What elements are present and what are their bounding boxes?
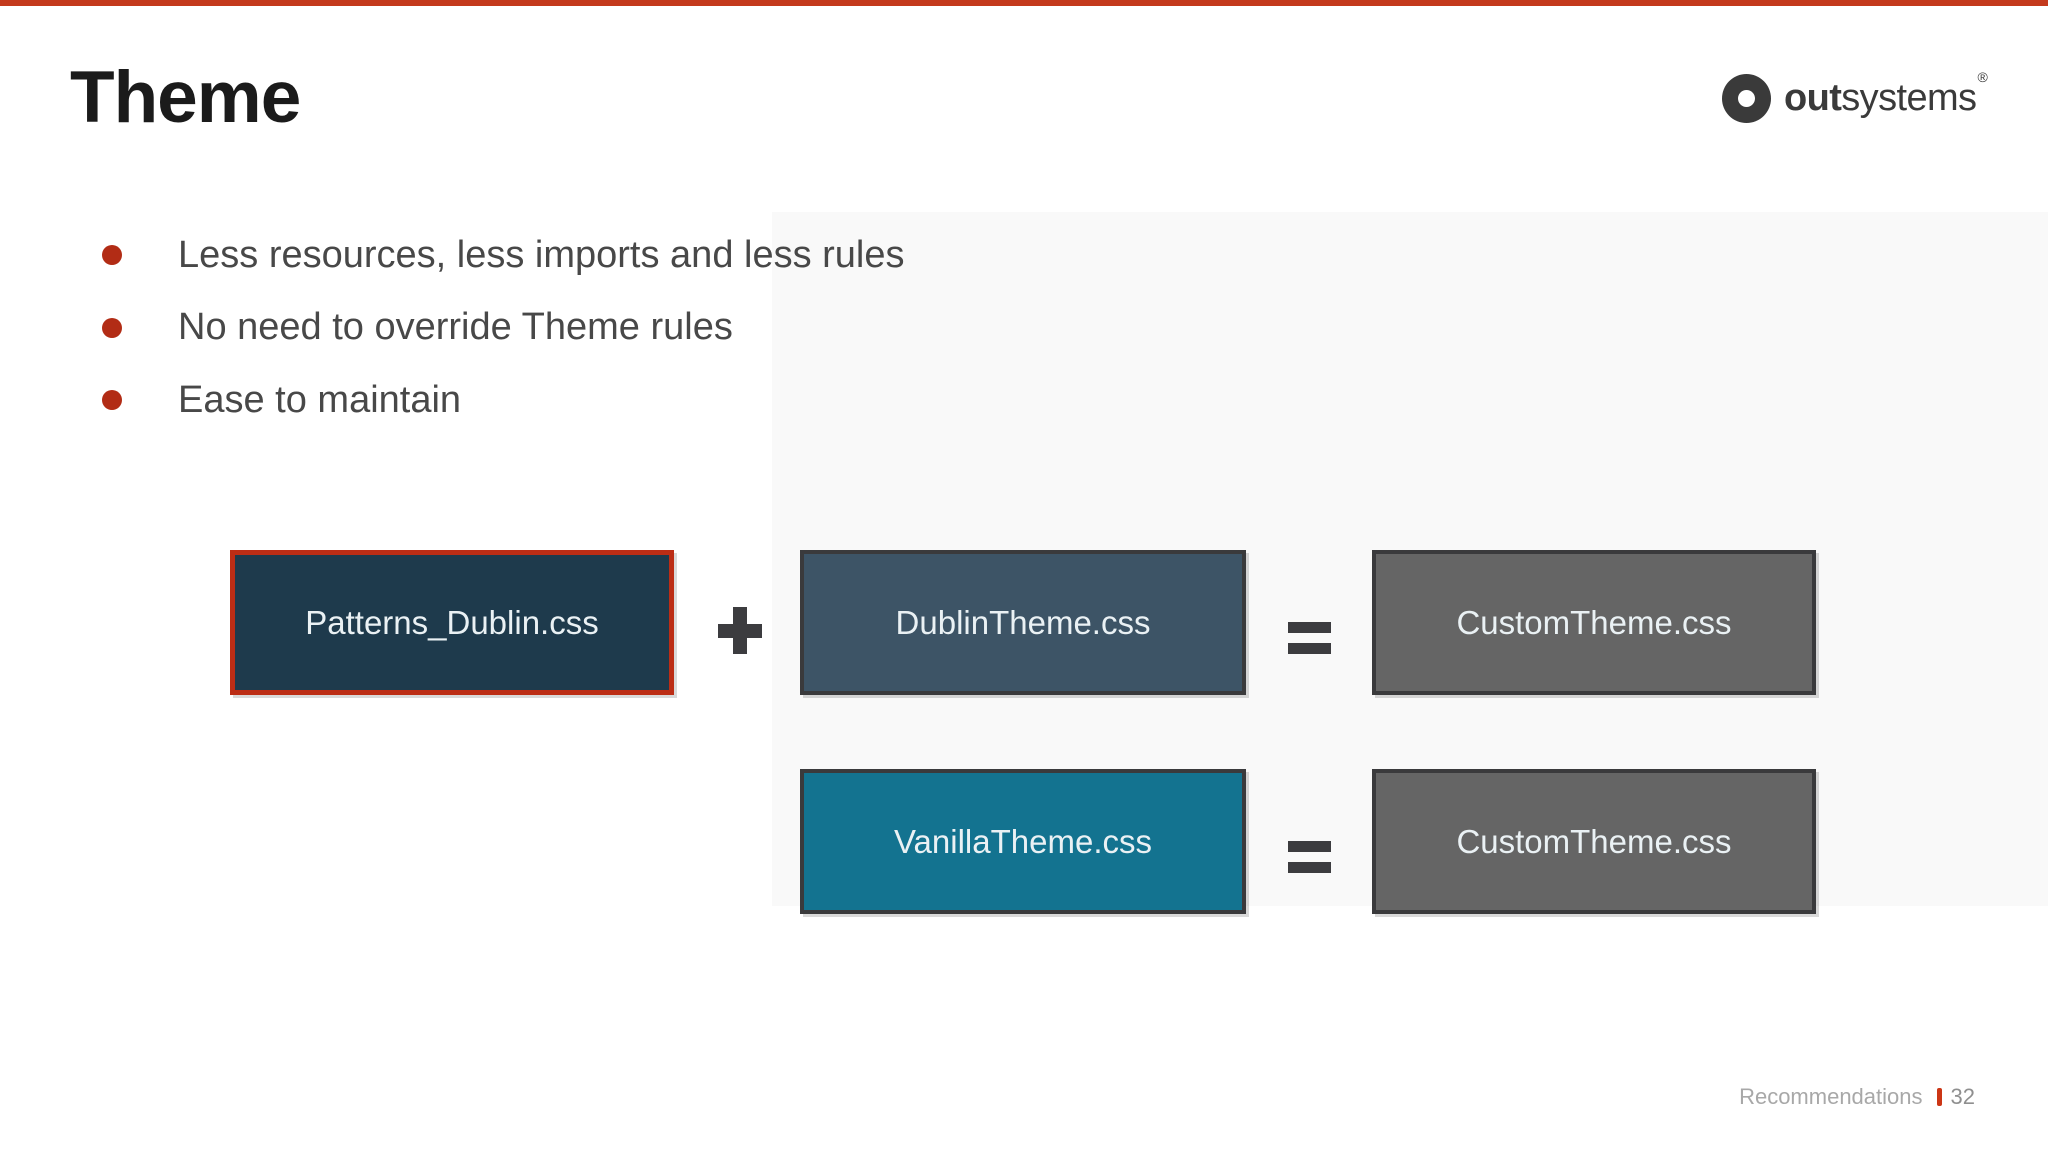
bullet-icon bbox=[102, 245, 122, 266]
diagram-box-dublin-theme: DublinTheme.css bbox=[800, 550, 1246, 695]
logo-trademark: ® bbox=[1977, 68, 1988, 85]
bullet-icon bbox=[102, 317, 122, 338]
top-accent-bar bbox=[0, 0, 2048, 6]
bullet-text: No need to override Theme rules bbox=[178, 306, 733, 349]
bullet-text: Less resources, less imports and less ru… bbox=[178, 233, 905, 276]
page-number: 32 bbox=[1950, 1084, 1975, 1109]
box-label: DublinTheme.css bbox=[895, 603, 1151, 641]
diagram-box-custom-theme-row2: CustomTheme.css bbox=[1372, 769, 1816, 914]
slide-footer: Recommendations 32 bbox=[1739, 1083, 1975, 1111]
box-label: CustomTheme.css bbox=[1456, 822, 1732, 860]
plus-operator-icon: + bbox=[718, 607, 762, 654]
equals-operator-icon: = bbox=[1288, 622, 1331, 654]
footer-divider-bar bbox=[1936, 1088, 1942, 1106]
logo-wordmark: outsystems® bbox=[1784, 69, 1988, 120]
bullet-list: Less resources, less imports and less ru… bbox=[102, 219, 905, 437]
equals-operator-icon: = bbox=[1288, 841, 1331, 873]
footer-section-label: Recommendations bbox=[1739, 1084, 1923, 1109]
list-item: Less resources, less imports and less ru… bbox=[102, 219, 905, 292]
box-label: VanillaTheme.css bbox=[894, 822, 1152, 860]
list-item: No need to override Theme rules bbox=[102, 292, 905, 365]
diagram-box-patterns-dublin: Patterns_Dublin.css bbox=[230, 550, 674, 695]
bullet-icon bbox=[102, 390, 122, 411]
diagram-box-vanilla-theme: VanillaTheme.css bbox=[800, 769, 1246, 914]
logo-wordmark-bold: out bbox=[1784, 76, 1842, 119]
logo-wordmark-regular: systems bbox=[1841, 76, 1977, 119]
bullet-text: Ease to maintain bbox=[178, 378, 462, 421]
diagram-box-custom-theme-row1: CustomTheme.css bbox=[1372, 550, 1816, 695]
outsystems-donut-icon bbox=[1722, 73, 1771, 123]
list-item: Ease to maintain bbox=[102, 364, 905, 437]
box-label: Patterns_Dublin.css bbox=[305, 603, 599, 641]
outsystems-logo: outsystems® bbox=[1722, 69, 1988, 123]
page-title: Theme bbox=[70, 57, 301, 138]
box-label: CustomTheme.css bbox=[1456, 603, 1732, 641]
